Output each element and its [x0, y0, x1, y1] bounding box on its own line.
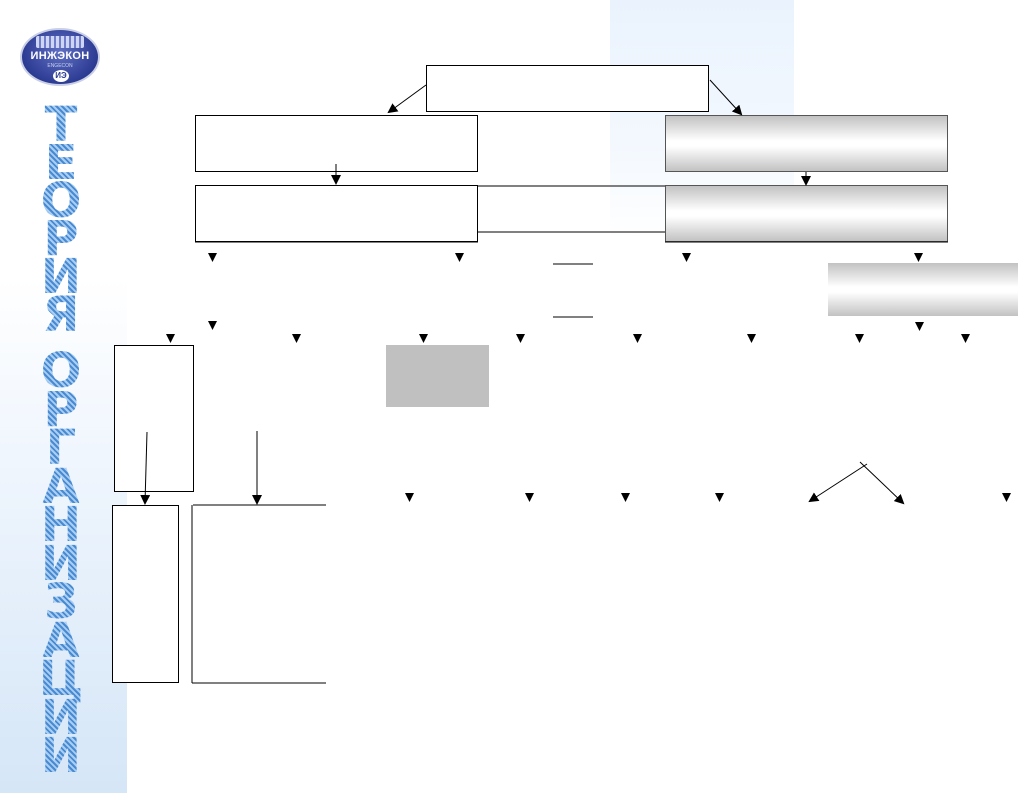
logo-subtitle: ENGECON [47, 63, 73, 69]
arrowhead [405, 493, 414, 502]
sidebar-background [0, 0, 127, 793]
arrowhead [915, 322, 924, 331]
title-letter: Е [28, 138, 94, 188]
title-letter: Р [28, 385, 94, 435]
title-letter: И [28, 539, 94, 589]
arrowhead [455, 253, 464, 262]
title-letter: А [28, 616, 94, 666]
arrowhead [292, 334, 301, 343]
arrowhead [682, 253, 691, 262]
arrowhead [208, 253, 217, 262]
arrowhead [1002, 493, 1011, 502]
title-letter: Р [28, 214, 94, 264]
title-letter: З [28, 577, 94, 627]
arrowhead [208, 321, 217, 330]
arrowhead [914, 253, 923, 262]
arrowhead [621, 493, 630, 502]
title-letter: Ц [28, 654, 94, 704]
title-letter: Н [28, 500, 94, 550]
arrowhead [855, 334, 864, 343]
arrow-top-left [387, 84, 427, 114]
arrow-top-right [709, 79, 743, 116]
gray-box [386, 345, 489, 407]
logo-mark: ИЭ [53, 70, 69, 82]
title-letter: И [28, 693, 94, 743]
logo: ИНЖЭКОН ENGECON ИЭ [20, 28, 100, 86]
top-box [426, 65, 709, 112]
arrowhead [419, 334, 428, 343]
title-letter: О [28, 176, 94, 226]
arrowhead [961, 334, 970, 343]
small-arrowheads [166, 253, 1011, 502]
logo-name: ИНЖЭКОН [30, 50, 90, 62]
arrowhead [516, 334, 525, 343]
title-letter: О [28, 346, 94, 396]
logo-building-icon [36, 36, 84, 48]
arrow-long-1 [140, 431, 151, 505]
arrowhead [633, 334, 642, 343]
arrowhead [525, 493, 534, 502]
title-letter: А [28, 462, 94, 512]
title-letter: И [28, 731, 94, 781]
left-box-2 [195, 185, 478, 242]
arrow-fork-right [859, 461, 905, 505]
right-box-1 [665, 115, 948, 172]
title-letter: И [28, 252, 94, 302]
title-letter: Я [28, 290, 94, 340]
left-tall-box [114, 345, 194, 492]
arrowhead [166, 334, 175, 343]
left-box-1 [195, 115, 478, 172]
arrow-fork-left [808, 463, 868, 503]
right-box-3 [828, 263, 1018, 316]
arrowhead [715, 493, 724, 502]
arrowhead [747, 334, 756, 343]
bottom-left-box [112, 505, 179, 683]
title-letter: Г [28, 423, 94, 473]
title-letter: Т [28, 100, 94, 150]
